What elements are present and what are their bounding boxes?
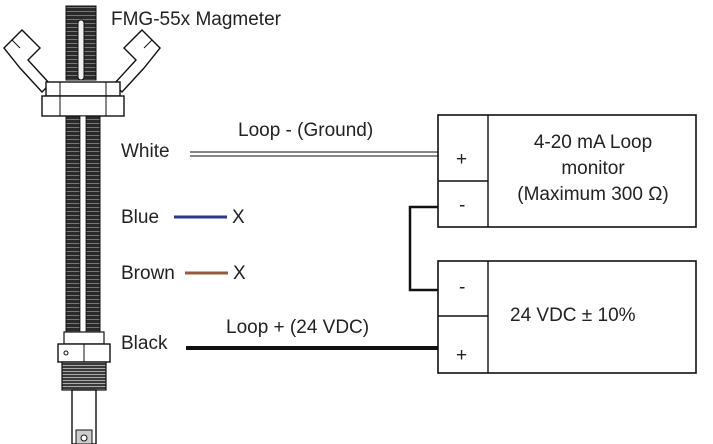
loop-monitor-box (437, 114, 697, 228)
brown-wire-label: Brown (121, 263, 175, 284)
power-supply-box (437, 260, 697, 374)
loop-monitor-line3: (Maximum 300 Ω) (517, 184, 669, 205)
loop-monitor-label: 4-20 mA Loop monitor (Maximum 300 Ω) (490, 130, 696, 208)
white-wire-label: White (121, 141, 170, 162)
right-electrode-arm (113, 29, 161, 94)
monitor-to-supply-link (408, 205, 438, 292)
magmeter-sensor (3, 5, 161, 444)
monitor-plus-terminal: + (456, 149, 468, 170)
supply-plus-terminal: + (456, 345, 468, 366)
loop-minus-label: Loop - (Ground) (238, 120, 374, 141)
white-wire (190, 151, 446, 157)
loop-monitor-line1: 4-20 mA Loop (533, 132, 653, 153)
loop-monitor-line2: monitor (561, 158, 625, 179)
supply-minus-terminal: - (459, 277, 466, 298)
blue-no-connect: X (232, 207, 245, 228)
loop-plus-label: Loop + (24 VDC) (226, 317, 370, 338)
power-supply-label: 24 VDC ± 10% (510, 305, 636, 326)
left-electrode-arm (3, 29, 51, 94)
brown-no-connect: X (233, 263, 246, 284)
blue-wire-label: Blue (121, 207, 160, 228)
diagram-title: FMG-55x Magmeter (111, 9, 281, 30)
black-wire-label: Black (121, 333, 168, 354)
monitor-minus-terminal: - (459, 195, 466, 216)
